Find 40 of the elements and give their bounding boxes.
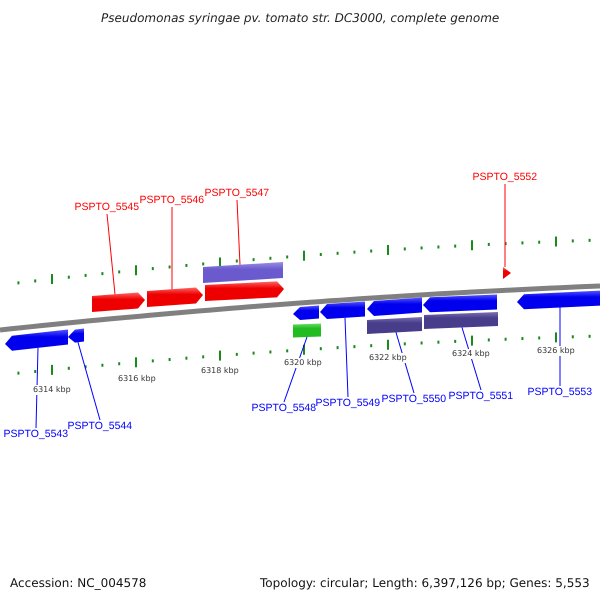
genome-info-text: Topology: circular; Length: 6,397,126 bp; Genes: 5,553: [259, 576, 591, 590]
leader-line: [344, 317, 348, 398]
gene-label: PSPTO_5548: [252, 403, 316, 414]
gene-bar: [367, 317, 422, 334]
gene-feature: [205, 281, 284, 301]
gene-feature: [68, 328, 84, 343]
gene-bar: [424, 312, 498, 329]
gene-label: PSPTO_5549: [316, 398, 380, 408]
gene-label: PSPTO_5553: [528, 387, 592, 398]
tick-label: 6314 kbp: [32, 385, 72, 395]
gene-feature: [293, 306, 319, 320]
tick-label: 6322 kbp: [368, 353, 408, 363]
gene-label: PSPTO_5547: [204, 188, 270, 198]
tick-label: 6324 kbp: [451, 349, 491, 359]
gene-feature: [147, 288, 203, 307]
tick-label: 6318 kbp: [200, 366, 240, 376]
gene-label: PSPTO_5552: [472, 172, 538, 182]
gene-label: PSPTO_5544: [68, 421, 132, 432]
gene-bar: [203, 262, 283, 283]
leader-line: [36, 347, 38, 428]
gene-bar: [293, 324, 321, 338]
gene-feature: [423, 294, 497, 312]
gene-label: PSPTO_5546: [140, 195, 204, 206]
gene-feature: [517, 290, 600, 310]
leader-line: [504, 184, 506, 268]
gene-label: PSPTO_5545: [74, 202, 140, 212]
tick-label: 6316 kbp: [117, 374, 157, 384]
gene-feature: [367, 298, 422, 316]
tick-label: 6320 kbp: [283, 358, 323, 368]
gene-label: PSPTO_5551: [448, 391, 514, 402]
leader-line: [106, 214, 116, 295]
gene-marker: [503, 267, 511, 279]
tick-label: 6326 kbp: [536, 346, 576, 356]
gene-label: PSPTO_5543: [4, 429, 68, 440]
accession-text: Accession: NC_004578: [9, 576, 148, 590]
gene-label: PSPTO_5550: [382, 394, 446, 404]
leader-line: [236, 200, 240, 266]
leader-line: [78, 342, 100, 420]
title: Pseudomonas syringae pv. tomato str. DC3000, complete genome: [101, 12, 500, 24]
gene-feature: [92, 292, 145, 312]
